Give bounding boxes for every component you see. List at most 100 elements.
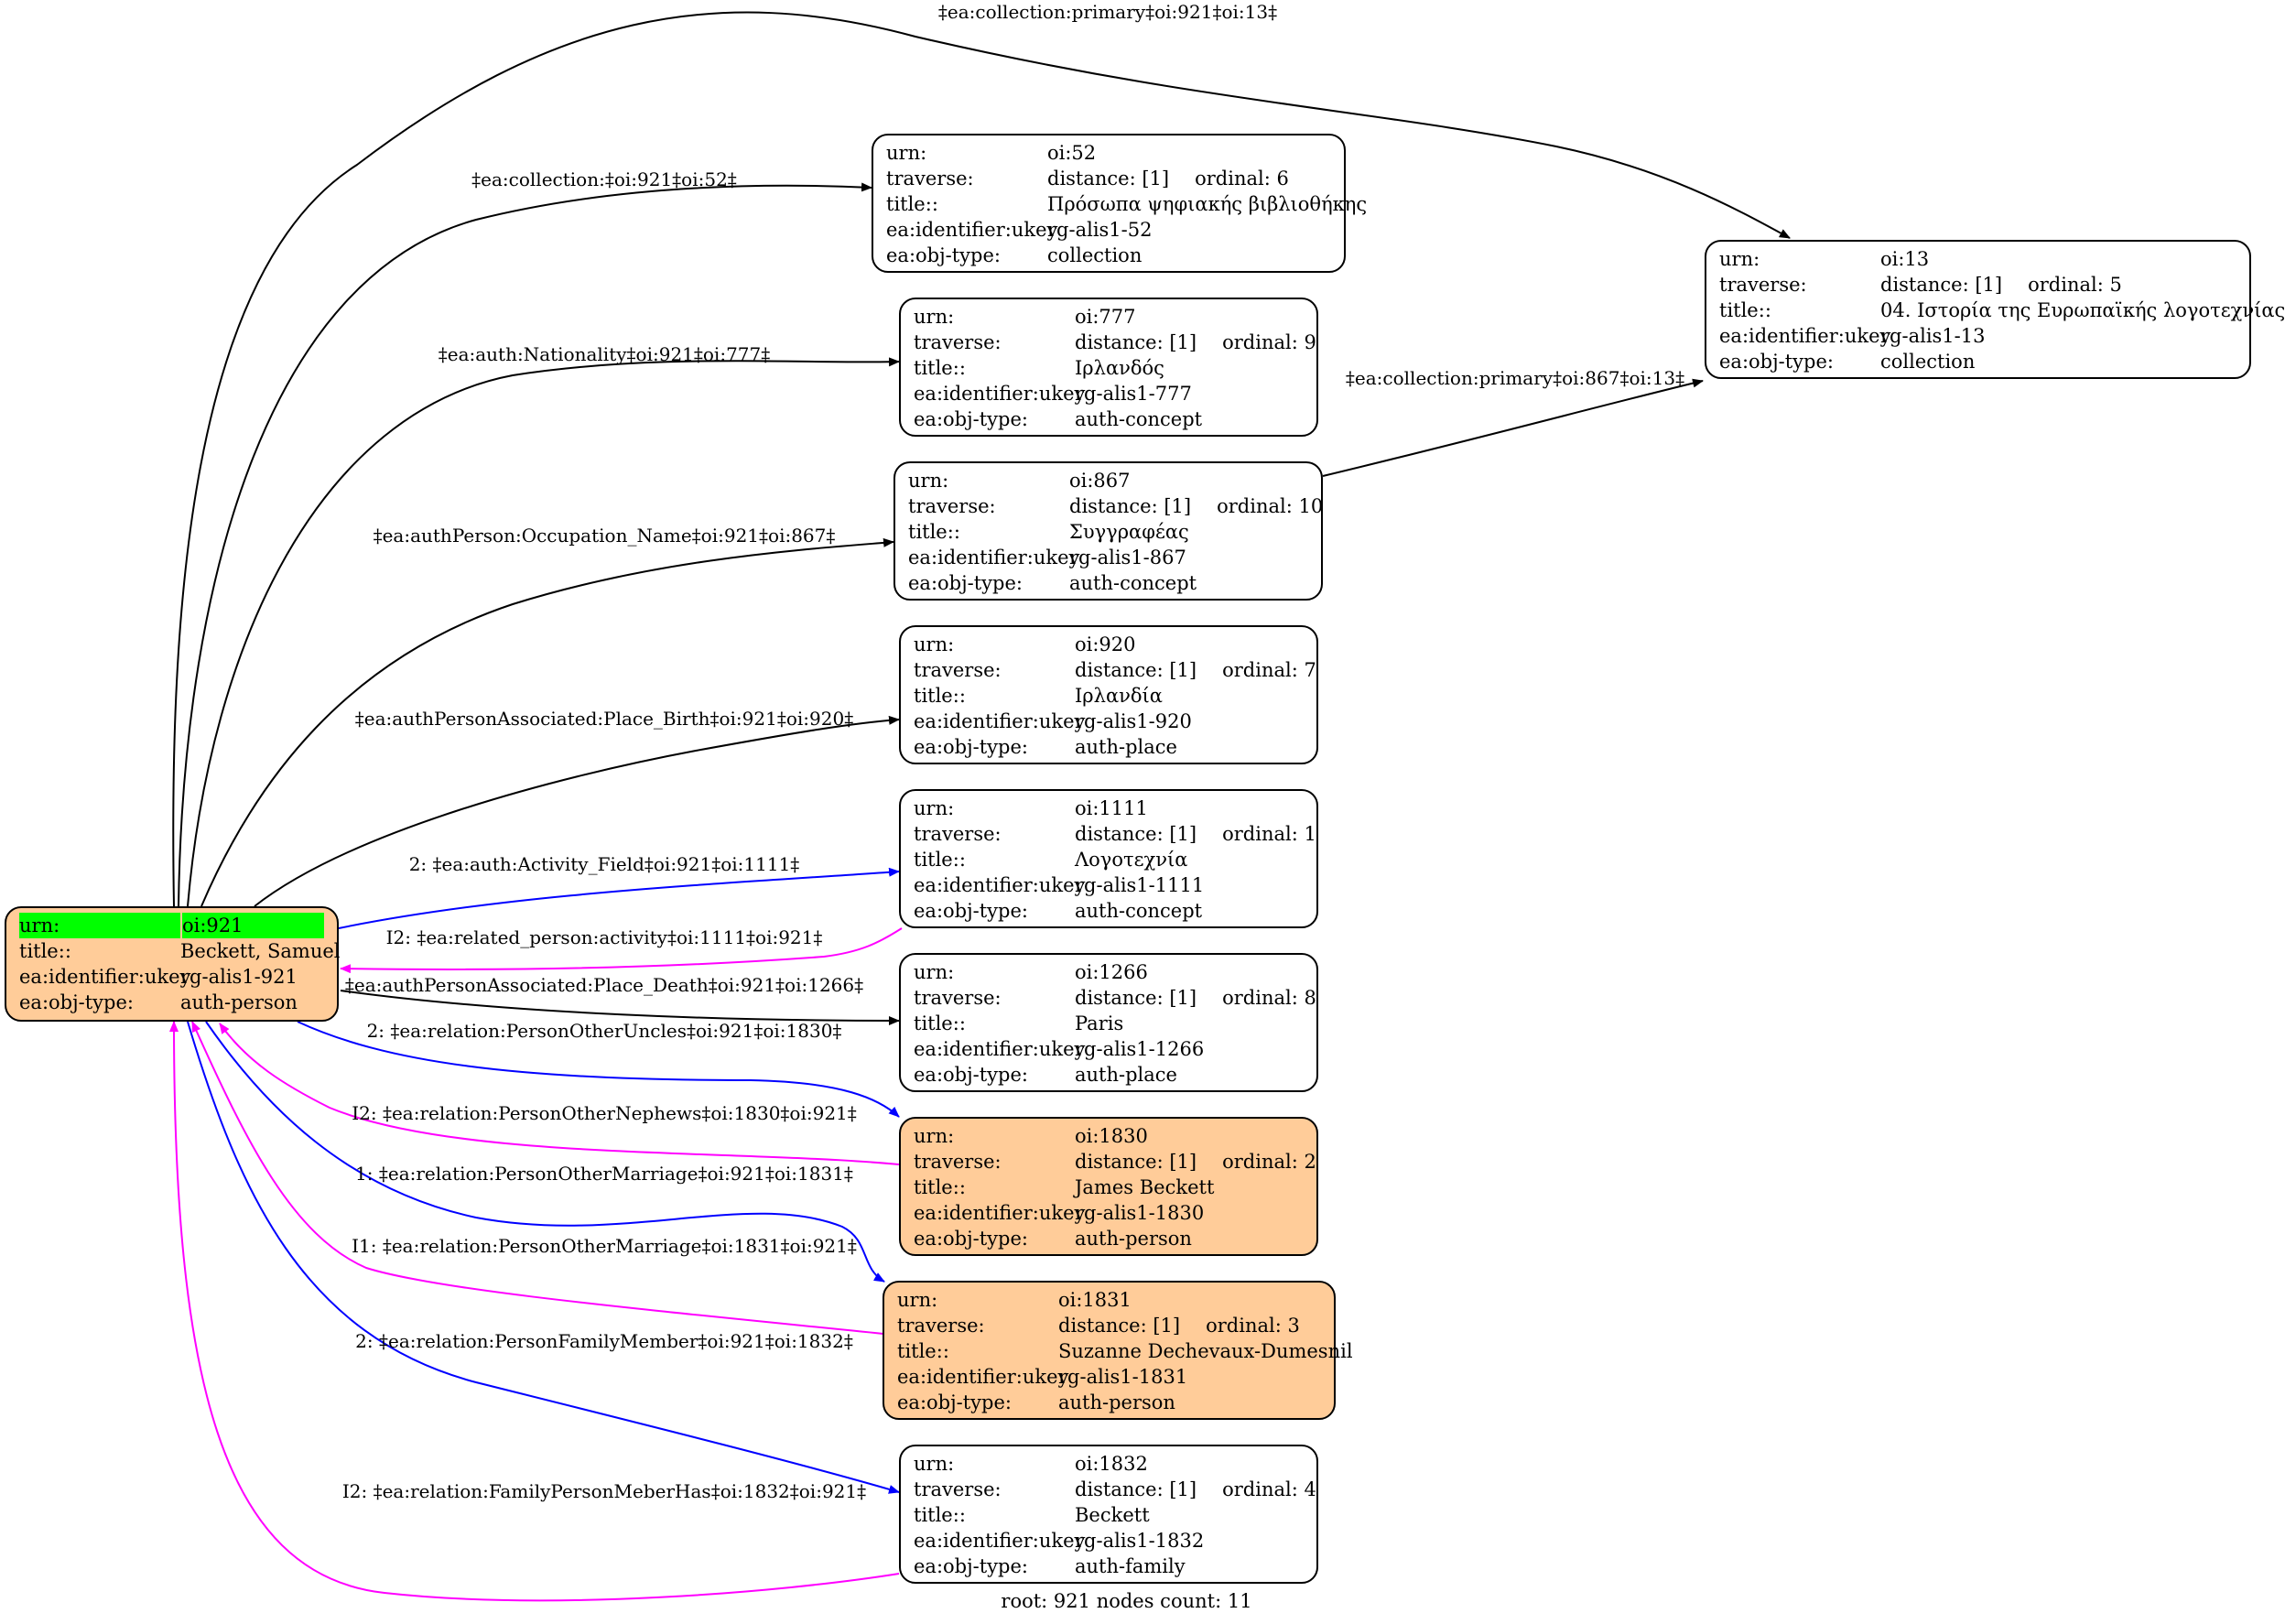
node-oi-1266[interactable]: urn:oi:1266 traverse:distance: [1]ordina…	[899, 953, 1318, 1092]
field-label: urn:	[914, 961, 955, 983]
field-label: urn:	[914, 306, 955, 328]
node-ordinal: ordinal: 7	[1222, 659, 1316, 681]
node-ukey: rg-alis1-13	[1880, 325, 1986, 347]
field-label: urn:	[897, 1289, 938, 1311]
node-title: Beckett, Samuel	[180, 940, 341, 962]
node-ordinal: ordinal: 3	[1206, 1315, 1300, 1337]
field-label: ea:identifier:ukey	[1719, 325, 1891, 347]
field-label: ea:identifier:ukey	[914, 1202, 1086, 1224]
field-label: title::	[897, 1340, 949, 1362]
node-root[interactable]: urn:oi:921 title::Beckett, Samuel ea:ide…	[5, 906, 341, 1022]
node-ukey: rg-alis1-1831	[1058, 1366, 1188, 1388]
edge-label: ‡ea:authPerson:Occupation_Name‡oi:921‡oi…	[374, 525, 836, 547]
node-urn: oi:13	[1880, 248, 1930, 270]
edge-collection-primary-867-13	[1322, 378, 1704, 477]
field-label: urn:	[914, 1453, 955, 1475]
field-label: urn:	[908, 470, 949, 492]
field-label: traverse:	[908, 495, 996, 517]
node-distance: distance: [1]	[1075, 987, 1197, 1009]
edge-label: ‡ea:auth:Nationality‡oi:921‡oi:777‡	[439, 343, 771, 365]
edge-nephews-1830	[219, 1023, 900, 1165]
edge-family-member-1832	[187, 1021, 900, 1494]
edge-marriage-inverse-1831	[191, 1021, 884, 1335]
node-ukey: rg-alis1-777	[1075, 383, 1192, 405]
node-urn: oi:1832	[1075, 1453, 1148, 1475]
node-title: Συγγραφέας	[1069, 521, 1189, 543]
edge-label: 2: ‡ea:relation:PersonFamilyMember‡oi:92…	[355, 1330, 853, 1352]
field-label: traverse:	[1719, 274, 1807, 296]
node-oi-52[interactable]: urn:oi:52 traverse:distance: [1]ordinal:…	[872, 134, 1367, 273]
edge-nationality-777	[187, 357, 900, 907]
node-oi-1111[interactable]: urn:oi:1111 traverse:distance: [1]ordina…	[899, 789, 1318, 928]
field-label: urn:	[19, 913, 182, 938]
field-label: ea:obj-type:	[914, 900, 1028, 922]
node-title: Beckett	[1075, 1504, 1150, 1526]
node-ordinal: ordinal: 1	[1222, 823, 1316, 845]
node-distance: distance: [1]	[1075, 659, 1197, 681]
field-label: title::	[914, 1504, 966, 1526]
edge-label: ‡ea:authPersonAssociated:Place_Death‡oi:…	[345, 974, 863, 996]
edge-label: I2: ‡ea:relation:PersonOtherNephews‡oi:1…	[352, 1102, 857, 1124]
edge-label: 2: ‡ea:auth:Activity_Field‡oi:921‡oi:111…	[409, 853, 800, 875]
edge-label: 1: ‡ea:relation:PersonOtherMarriage‡oi:9…	[355, 1163, 853, 1185]
edge-label: ‡ea:collection:‡oi:921‡oi:52‡	[471, 168, 737, 190]
field-label: ea:obj-type:	[914, 736, 1028, 758]
edge-related-activity-1111	[340, 927, 903, 974]
field-label: urn:	[914, 797, 955, 819]
node-oi-13[interactable]: urn: oi:13 traverse: distance: [1] ordinal:…	[1705, 240, 2285, 379]
node-distance: distance: [1]	[1075, 823, 1197, 845]
edge-marriage-1831	[205, 1021, 885, 1283]
node-type: collection	[1047, 244, 1142, 266]
node-oi-1832[interactable]: urn:oi:1832 traverse:distance: [1]ordina…	[899, 1445, 1318, 1584]
node-distance: distance: [1]	[1047, 168, 1170, 189]
field-label: title::	[914, 1012, 966, 1034]
field-label: ea:obj-type:	[914, 1555, 1028, 1577]
node-title: 04. Ιστορία της Ευρωπαϊκής λογοτεχνίας	[1880, 299, 2285, 321]
edge-place-death-1266	[340, 990, 900, 1025]
edge-family-has-1832	[169, 1021, 900, 1602]
node-ukey: rg-alis1-867	[1069, 547, 1186, 568]
node-type: auth-family	[1075, 1555, 1186, 1577]
field-label: ea:identifier:ukey	[914, 1530, 1086, 1552]
node-ordinal: ordinal: 9	[1222, 331, 1316, 353]
node-oi-920[interactable]: urn:oi:920 traverse:distance: [1]ordinal…	[899, 625, 1318, 764]
field-label: urn:	[886, 142, 927, 164]
node-ukey: rg-alis1-52	[1047, 219, 1153, 241]
field-label: ea:obj-type:	[914, 1228, 1028, 1250]
field-label: ea:identifier:ukey	[19, 966, 191, 988]
node-distance: distance: [1]	[1880, 274, 2003, 296]
node-ukey: rg-alis1-920	[1075, 710, 1192, 732]
node-oi-867[interactable]: urn:oi:867 traverse:distance: [1]ordinal…	[893, 461, 1323, 601]
graph-footer: root: 921 nodes count: 11	[1001, 1590, 1252, 1612]
edge-label: ‡ea:authPersonAssociated:Place_Birth‡oi:…	[355, 708, 853, 730]
field-label: title::	[908, 521, 960, 543]
node-ordinal: ordinal: 5	[2028, 274, 2122, 296]
node-urn: oi:1111	[1075, 797, 1148, 819]
field-label: title::	[914, 685, 966, 707]
node-urn: oi:1830	[1075, 1125, 1148, 1147]
node-oi-777[interactable]: urn:oi:777 traverse:distance: [1]ordinal…	[899, 298, 1318, 437]
field-label: ea:identifier:ukey	[914, 710, 1086, 732]
node-type: collection	[1880, 351, 1976, 373]
node-type: auth-concept	[1075, 408, 1203, 430]
node-ukey: rg-alis1-921	[180, 966, 298, 988]
node-type: auth-place	[1075, 736, 1177, 758]
field-label: urn:	[1719, 248, 1760, 270]
node-type: auth-person	[1075, 1228, 1192, 1250]
edge-label: ‡ea:collection:primary‡oi:867‡oi:13‡	[1346, 367, 1684, 389]
field-label: traverse:	[914, 1151, 1002, 1173]
node-oi-1830[interactable]: urn:oi:1830 traverse:distance: [1]ordina…	[899, 1117, 1318, 1256]
field-label: traverse:	[914, 331, 1002, 353]
edge-label: I2: ‡ea:related_person:activity‡oi:1111‡…	[386, 926, 823, 948]
node-title: Suzanne Dechevaux-Dumesnil	[1058, 1340, 1353, 1362]
node-ordinal: ordinal: 2	[1222, 1151, 1316, 1173]
field-label: title::	[914, 1176, 966, 1198]
node-title: Λογοτεχνία	[1075, 849, 1188, 871]
field-label: title::	[1719, 299, 1771, 321]
field-label: urn:	[914, 633, 955, 655]
field-label: ea:obj-type:	[19, 991, 134, 1013]
field-label: title::	[886, 193, 938, 215]
node-urn: oi:777	[1075, 306, 1136, 328]
node-oi-1831[interactable]: urn:oi:1831 traverse:distance: [1]ordina…	[883, 1281, 1353, 1420]
